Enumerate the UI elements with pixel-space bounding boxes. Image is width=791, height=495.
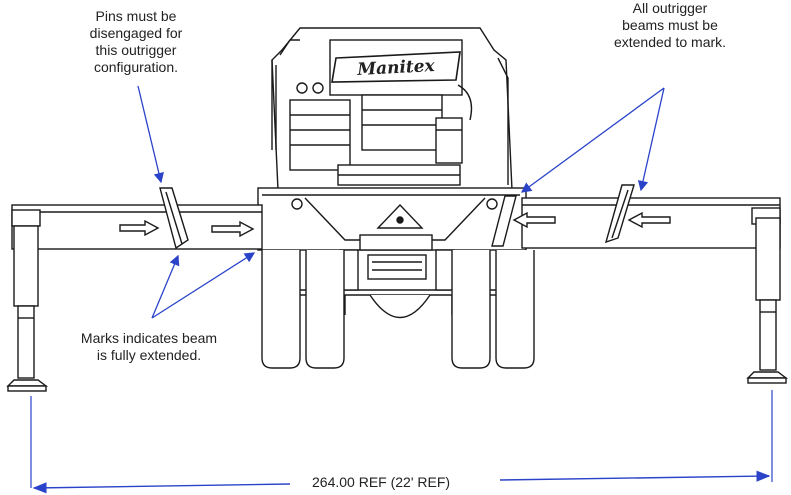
pins-callout-line-2: disengaged for bbox=[89, 25, 183, 41]
dimension-line bbox=[30, 390, 773, 494]
crane-cab bbox=[271, 27, 513, 191]
beam-arrow-right-1 bbox=[512, 211, 556, 229]
beams-leader-arrow-1 bbox=[520, 87, 665, 193]
front-left-tire bbox=[261, 250, 345, 369]
beam-arrow-left-1 bbox=[119, 219, 160, 237]
right-inner-bracket bbox=[491, 195, 517, 247]
marks-callout-line-1: Marks indicates beam bbox=[80, 330, 218, 346]
beam-arrow-left-2 bbox=[211, 220, 255, 238]
marks-leader-arrow-2 bbox=[151, 252, 256, 319]
beams-leader-arrow-2 bbox=[637, 87, 665, 192]
marks-callout-line-2: is fully extended. bbox=[96, 347, 202, 363]
brand-plate bbox=[331, 51, 461, 83]
left-jack-leg bbox=[6, 225, 49, 392]
pins-callout-line-1: Pins must be bbox=[95, 8, 177, 24]
pins-callout-line-4: configuration. bbox=[93, 59, 179, 75]
marks-leader-arrow-1 bbox=[151, 254, 180, 319]
left-pin-bracket bbox=[159, 187, 189, 250]
beams-callout-line-2: beams must be bbox=[622, 17, 718, 33]
beams-callout: All outrigger beams must be extended to … bbox=[590, 0, 750, 51]
right-jack-leg bbox=[746, 217, 789, 384]
pins-callout-line-3: this outrigger bbox=[95, 42, 177, 58]
beam-arrow-right-2 bbox=[627, 211, 671, 229]
beams-callout-line-3: extended to mark. bbox=[613, 34, 727, 50]
differential bbox=[369, 294, 431, 319]
pins-callout: Pins must be disengaged for this outrigg… bbox=[66, 8, 206, 76]
marks-callout: Marks indicates beam is fully extended. bbox=[64, 330, 234, 364]
right-pin-bracket bbox=[604, 184, 635, 244]
front-right-tire bbox=[451, 250, 535, 369]
overall-width-dimension-label: 264.00 REF (22' REF) bbox=[308, 474, 455, 490]
pins-leader-arrow bbox=[137, 85, 164, 184]
beams-callout-line-1: All outrigger bbox=[632, 0, 708, 16]
